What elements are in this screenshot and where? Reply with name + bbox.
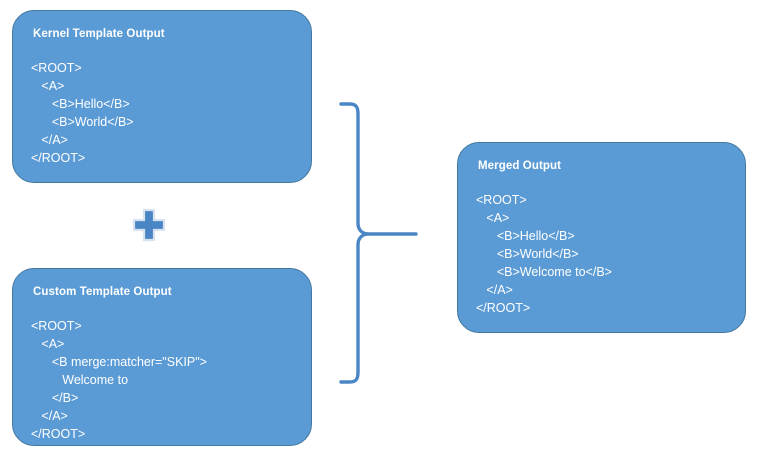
code-line: <ROOT> — [31, 319, 82, 333]
code-line: <B>Hello</B> — [31, 97, 130, 111]
code-line: <B>World</B> — [31, 115, 134, 129]
code-line: </ROOT> — [31, 151, 86, 165]
panel-merged-title: Merged Output — [478, 160, 562, 172]
panel-custom-code: <ROOT> <A> <B merge:matcher="SKIP"> Welc… — [31, 317, 293, 443]
panel-custom-template-output: Custom Template Output <ROOT> <A> <B mer… — [12, 268, 312, 446]
code-line: <B>World</B> — [476, 247, 579, 261]
code-line: <B>Hello</B> — [476, 229, 575, 243]
plus-icon — [132, 208, 166, 242]
panel-merged-output: Merged Output <ROOT> <A> <B>Hello</B> <B… — [457, 142, 746, 333]
code-line: </A> — [31, 133, 68, 147]
code-line: </A> — [31, 409, 68, 423]
code-line: <A> — [31, 337, 65, 351]
panel-kernel-title: Kernel Template Output — [33, 28, 165, 40]
code-line: </A> — [476, 283, 513, 297]
code-line: <A> — [476, 211, 510, 225]
panel-kernel-code: <ROOT> <A> <B>Hello</B> <B>World</B> </A… — [31, 59, 293, 167]
code-line: <ROOT> — [476, 193, 527, 207]
code-line: <A> — [31, 79, 65, 93]
code-line: <ROOT> — [31, 61, 82, 75]
panel-merged-code: <ROOT> <A> <B>Hello</B> <B>World</B> <B>… — [476, 191, 727, 317]
code-line: <B merge:matcher="SKIP"> — [31, 355, 207, 369]
code-line: Welcome to — [31, 373, 129, 387]
code-line: <B>Welcome to</B> — [476, 265, 612, 279]
code-line: </ROOT> — [476, 301, 531, 315]
panel-kernel-template-output: Kernel Template Output <ROOT> <A> <B>Hel… — [12, 10, 312, 183]
panel-custom-title: Custom Template Output — [33, 286, 172, 298]
merge-brace-icon — [336, 96, 426, 390]
code-line: </ROOT> — [31, 427, 86, 441]
code-line: </B> — [31, 391, 79, 405]
